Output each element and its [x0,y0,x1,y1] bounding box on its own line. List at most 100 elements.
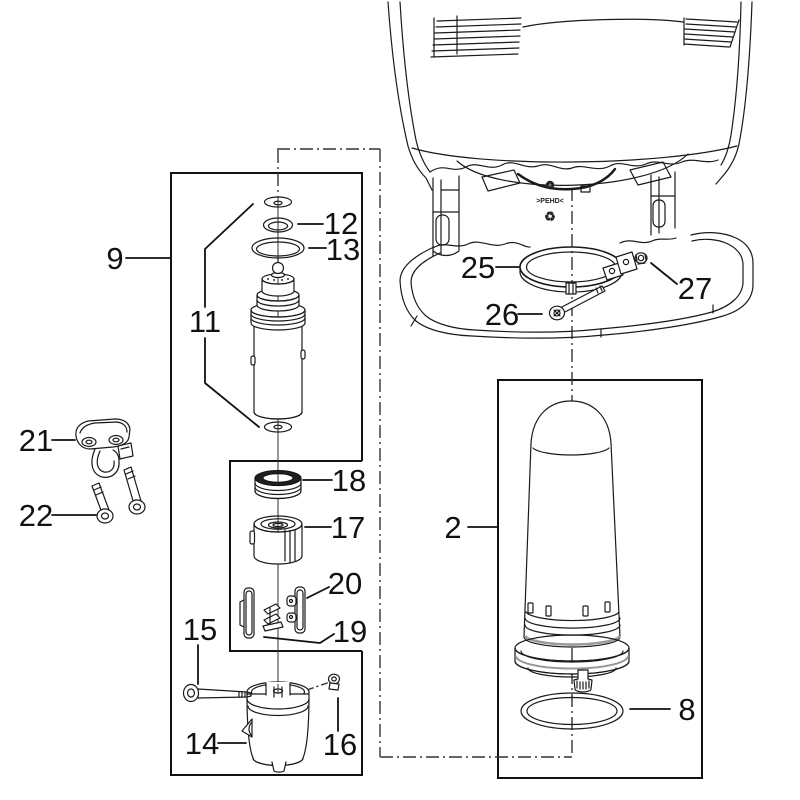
base-skirt [399,232,754,339]
screw-head-left [96,508,114,524]
callout-16: 16 [323,727,357,762]
box-subassembly-valve [229,460,362,652]
skirt-seam-1 [410,315,418,327]
clip-boss-upper [286,595,297,607]
callout-8: 8 [678,692,695,727]
bracket-strap-outer [91,448,120,478]
part-22-screws [91,466,146,524]
callout-15: 15 [183,612,217,647]
callout-numbers: 9 11 12 13 18 17 20 19 15 14 16 21 22 25… [19,206,712,762]
tank-opening-arc [456,153,689,186]
seal-dark-ring [254,470,302,486]
screw-shaft-right [123,466,142,505]
machine-housing: >PEHD< ♻ [387,1,754,339]
bowl-tab [545,605,552,617]
piston-nub-left [250,355,256,366]
bowl-tab [527,602,534,614]
part-20-clip-plates [239,586,306,639]
callout-26: 26 [485,297,519,332]
clamp-lug-block-2 [615,251,638,275]
washer-top [263,196,293,208]
arc-tab [580,185,591,193]
bolt-head [327,673,341,685]
callout-2: 2 [444,510,461,545]
skirt-inner [410,238,744,333]
mounting-foot-right [650,171,676,236]
callout-14: 14 [185,726,219,761]
vent-louvers-right [683,17,740,48]
box-filter-bowl-2 [497,379,703,779]
washer-bottom [263,421,293,433]
box-assembly-9 [170,172,363,776]
housing-left-edge [387,1,433,191]
bowl-tab [582,605,589,617]
clamp-band-inner [525,251,617,283]
mounting-foot-left [432,175,460,257]
piston-nub-right [300,349,306,360]
recycle-icon: ♻ [544,209,556,224]
bowl-spout [573,669,593,693]
callout-27: 27 [678,271,712,306]
bracket-flap-left [481,169,521,192]
cup-body [246,693,310,767]
callout-9: 9 [106,241,123,276]
tank-opening-arc-bold [516,167,617,191]
clamp-lug-block-1 [602,262,624,281]
part-18-seal-ring [254,470,302,500]
valve-ball [271,261,285,275]
screw-shaft [197,688,248,699]
bowl-tab [604,601,611,613]
skirt-outer [399,232,754,339]
part-15-screw-long [182,683,252,703]
shell-bottom-wave [429,159,719,173]
callout-22: 22 [19,498,53,533]
housing-right-edge-inner [720,1,742,166]
louver-edge [729,19,740,48]
bracket-clip [117,442,134,460]
clip-boss-lower [286,612,297,623]
part-16-bolt-small [327,673,341,691]
flange-seal-band [515,655,629,670]
cylinder-tab [249,530,256,545]
part-17-valve-cylinder [249,515,303,565]
drain-screw-center [548,183,552,187]
part-8-o-ring [520,692,624,730]
leader-11-upper [204,203,254,308]
housing-top-ridge [522,18,684,28]
part-13-o-ring [251,237,305,259]
callout-21: 21 [19,423,53,458]
part-2-filter-bowl [514,400,630,693]
bracket-flap-right [629,161,672,186]
part-14-cup [241,681,310,773]
part-21-bracket [75,418,134,478]
callout-17: 17 [331,510,365,545]
callout-19: 19 [333,614,367,649]
assembly-boxes [170,172,703,779]
housing-left-edge-inner [399,1,431,173]
callout-18: 18 [332,463,366,498]
cup-bottom-nub [271,761,287,773]
screw-head [182,683,200,703]
screw-head-right [128,499,146,515]
part-26-clamp-screw [548,285,606,321]
part-19-valve-insert [262,603,284,632]
leader-27 [650,262,678,285]
callout-25: 25 [461,250,495,285]
part-12-o-ring [262,217,294,233]
piston-body [253,319,303,420]
base-bottom-wave-right [619,237,677,244]
material-marking-text: >PEHD< [536,198,564,205]
clamp-tab [565,282,577,295]
callout-20: 20 [328,566,362,601]
part-25-clamp-ring [519,246,638,295]
axis-bolt-16 [306,681,331,691]
bowl-weld-line [532,447,610,456]
housing-right-edge [715,1,753,185]
bracket-strap-inner [96,450,115,473]
part-11-pump-piston [250,196,306,433]
leader-11-lower [204,337,260,428]
callout-11: 11 [189,304,221,339]
housing-crease [411,145,738,163]
